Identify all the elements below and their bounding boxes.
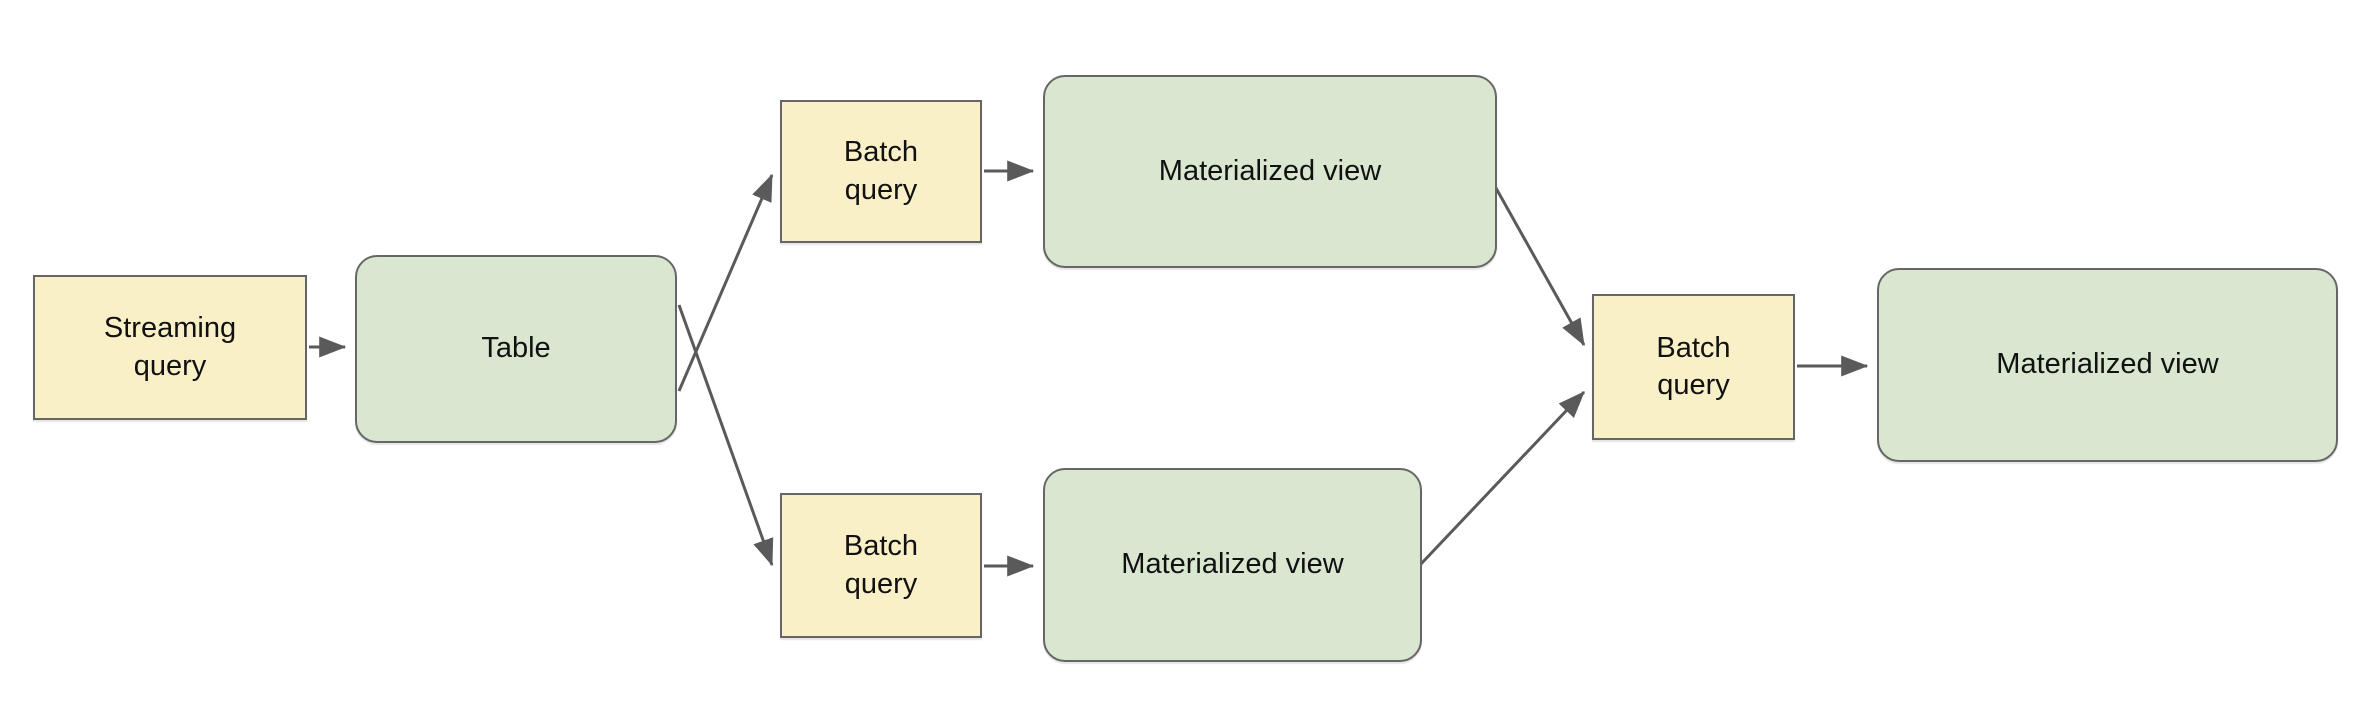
node-materialized-view-top[interactable]: Materialized view xyxy=(1043,75,1497,268)
node-streaming-query[interactable]: Streaming query xyxy=(33,275,307,420)
edge-mv-top-to-batch-merge xyxy=(1485,171,1586,347)
node-materialized-view-final[interactable]: Materialized view xyxy=(1877,268,2338,462)
node-label: Streaming query xyxy=(103,312,237,382)
node-label: Materialized view xyxy=(1121,548,1344,581)
edge-mv-bottom-to-batch-merge xyxy=(1418,390,1586,567)
edge-table-to-batch-top xyxy=(677,173,774,392)
node-label: Table xyxy=(481,332,551,365)
node-label: Materialized view xyxy=(1996,348,2219,381)
node-batch-query-merge[interactable]: Batch query xyxy=(1592,294,1795,440)
node-materialized-view-bottom[interactable]: Materialized view xyxy=(1043,468,1422,662)
node-label: Batch query xyxy=(843,530,919,600)
node-label: Materialized view xyxy=(1158,154,1382,187)
node-batch-query-top[interactable]: Batch query xyxy=(780,100,982,243)
node-label: Batch query xyxy=(1656,331,1731,401)
edge-table-to-batch-bottom xyxy=(677,304,774,567)
node-table[interactable]: Table xyxy=(355,255,677,443)
node-batch-query-bottom[interactable]: Batch query xyxy=(780,493,982,638)
node-label: Batch query xyxy=(843,136,919,206)
